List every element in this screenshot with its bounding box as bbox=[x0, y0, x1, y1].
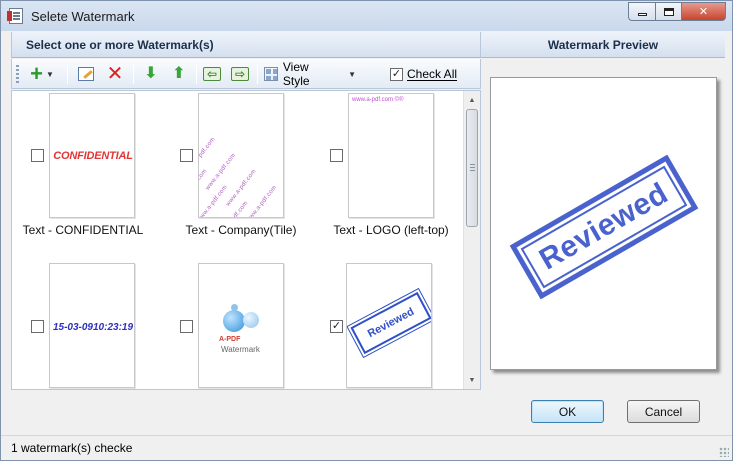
watermark-thumbnail[interactable]: www.a-pdf.com ©® bbox=[348, 93, 434, 218]
watermark-checkbox[interactable] bbox=[330, 149, 343, 162]
thumb-text: CONFIDENTIAL bbox=[53, 150, 133, 162]
gallery-scrollbar[interactable]: ▲ ▼ bbox=[463, 91, 480, 389]
preview-header: Watermark Preview bbox=[481, 32, 725, 58]
add-icon: + bbox=[30, 61, 43, 86]
toolbar-separator bbox=[257, 64, 258, 84]
status-bar: 1 watermark(s) checke bbox=[1, 435, 732, 460]
chevron-down-icon: ▼ bbox=[348, 69, 356, 79]
toolbar: +▼ ✕ ⬇ ⬆ ⇦ ⇨ View Style ▼ ✓ Check All bbox=[11, 59, 481, 89]
edit-icon bbox=[78, 67, 94, 81]
close-button[interactable]: ✕ bbox=[681, 2, 726, 21]
toolbar-separator bbox=[67, 64, 68, 84]
watermark-preview: Reviewed bbox=[490, 77, 717, 370]
thumb-text: 15-03-0910:23:19 bbox=[52, 322, 134, 333]
watermark-checkbox[interactable] bbox=[31, 149, 44, 162]
toolbar-separator bbox=[196, 64, 197, 84]
watermark-thumbnail[interactable]: A-PDF Watermark bbox=[198, 263, 284, 388]
title-bar: Selete Watermark ✕ bbox=[1, 1, 732, 31]
view-style-icon bbox=[264, 67, 278, 81]
check-all-toggle[interactable]: ✓ Check All bbox=[390, 63, 460, 85]
thumb-text: Reviewed bbox=[347, 285, 431, 361]
thumb-text: www.a-pdf.com ©® bbox=[352, 97, 404, 103]
toolbar-separator bbox=[133, 64, 134, 84]
scroll-up-icon[interactable]: ▲ bbox=[468, 96, 476, 104]
cancel-button[interactable]: Cancel bbox=[627, 400, 700, 423]
watermark-label: Text - Company(Tile) bbox=[185, 223, 297, 237]
view-style-label: View Style bbox=[282, 60, 310, 88]
tile-pattern: www.a-pdf.com www.a-pdf.com www.a-pdf.co… bbox=[199, 94, 283, 217]
watermark-thumbnail[interactable]: 15-03-0910:23:19 bbox=[49, 263, 135, 388]
resize-grip-icon[interactable] bbox=[719, 447, 729, 457]
minimize-icon bbox=[637, 12, 647, 16]
a-pdf-logo-icon bbox=[219, 304, 265, 340]
maximize-button[interactable] bbox=[655, 2, 681, 21]
watermark-thumbnail[interactable]: www.a-pdf.com www.a-pdf.com www.a-pdf.co… bbox=[198, 93, 284, 218]
view-style-button[interactable]: View Style ▼ bbox=[264, 60, 356, 88]
delete-button[interactable]: ✕ bbox=[104, 63, 126, 85]
delete-icon: ✕ bbox=[106, 63, 124, 85]
watermark-gallery: CONFIDENTIAL Text - CONFIDENTIAL www.a-p… bbox=[11, 90, 481, 390]
watermark-checkbox[interactable] bbox=[180, 149, 193, 162]
watermark-label: Text - LOGO (left-top) bbox=[333, 223, 449, 237]
ok-button[interactable]: OK bbox=[531, 400, 604, 423]
edit-button[interactable] bbox=[75, 63, 97, 85]
window-controls: ✕ bbox=[628, 2, 726, 21]
watermark-checkbox[interactable]: ✓ bbox=[330, 320, 343, 333]
watermark-checkbox[interactable] bbox=[180, 320, 193, 333]
toolbar-grip bbox=[16, 65, 19, 83]
add-button[interactable]: +▼ bbox=[24, 63, 60, 85]
thumb-text: A-PDF bbox=[219, 336, 241, 343]
preview-stamp: Reviewed bbox=[509, 154, 699, 300]
move-down-icon: ⬇ bbox=[144, 65, 158, 82]
window-title: Selete Watermark bbox=[31, 9, 135, 24]
move-down-button[interactable]: ⬇ bbox=[140, 63, 162, 85]
check-all-checkbox[interactable]: ✓ bbox=[390, 67, 403, 81]
list-header: Select one or more Watermark(s) bbox=[11, 32, 481, 58]
export-button[interactable]: ⇨ bbox=[229, 63, 251, 85]
watermark-label: Text - CONFIDENTIAL bbox=[22, 223, 144, 237]
status-text: 1 watermark(s) checke bbox=[11, 441, 133, 455]
watermark-thumbnail[interactable]: Reviewed bbox=[346, 263, 432, 388]
check-all-label: Check All bbox=[407, 67, 458, 81]
close-icon: ✕ bbox=[698, 6, 709, 18]
move-up-button[interactable]: ⬆ bbox=[168, 63, 190, 85]
minimize-button[interactable] bbox=[628, 2, 655, 21]
scroll-thumb[interactable] bbox=[466, 109, 478, 227]
watermark-thumbnail[interactable]: CONFIDENTIAL bbox=[49, 93, 135, 218]
thumb-subtext: Watermark bbox=[221, 345, 260, 354]
move-up-icon: ⬆ bbox=[172, 65, 186, 82]
chevron-down-icon: ▼ bbox=[45, 69, 54, 79]
import-button[interactable]: ⇦ bbox=[201, 63, 223, 85]
app-icon bbox=[7, 8, 23, 24]
import-icon: ⇦ bbox=[203, 67, 221, 81]
maximize-icon bbox=[663, 7, 674, 16]
export-icon: ⇨ bbox=[231, 67, 249, 81]
watermark-checkbox[interactable] bbox=[31, 320, 44, 333]
scroll-down-icon[interactable]: ▼ bbox=[468, 376, 476, 384]
